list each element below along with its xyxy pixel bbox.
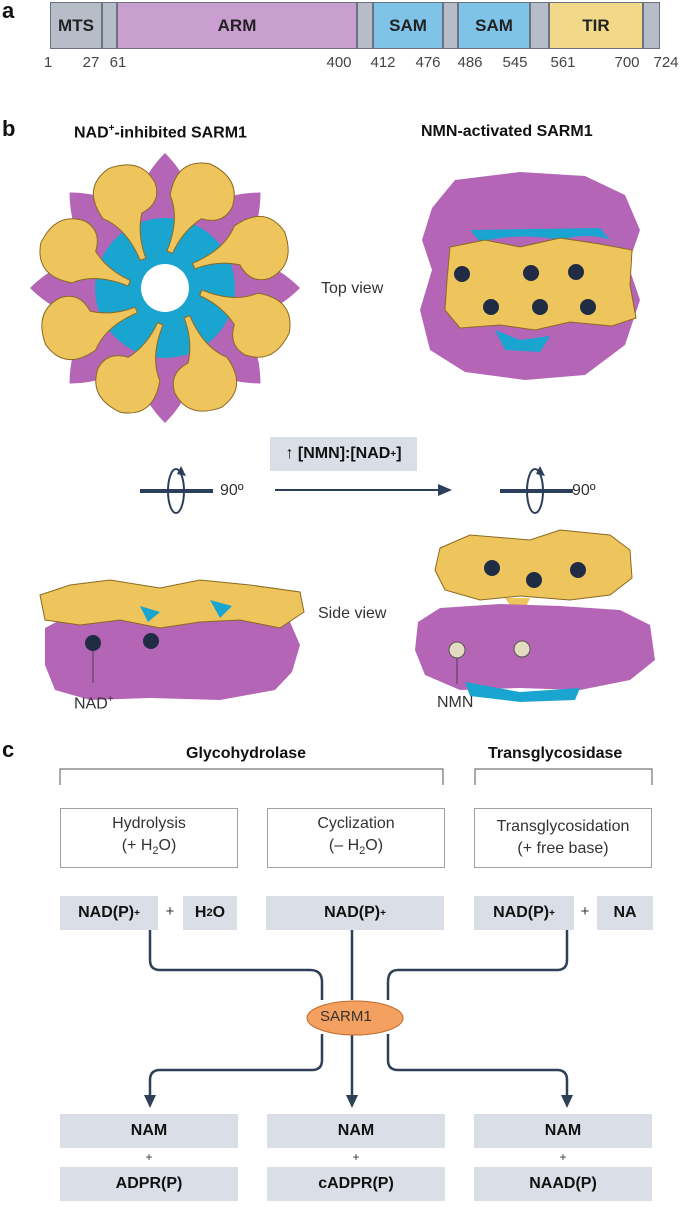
nad-dot (85, 635, 101, 651)
rotation-right-label: 90º (572, 482, 596, 500)
nmn-label: NMN (437, 694, 473, 712)
tir-side (40, 580, 304, 628)
tir-side-active (435, 530, 632, 600)
sarm1-enzyme-label: SARM1 (320, 1008, 372, 1025)
inhibited-side-view (40, 580, 304, 700)
flow-arrowheads (144, 1095, 573, 1108)
substrate-nadp-2: NAD(P)+ (266, 896, 444, 930)
substrate-plus-1: + (166, 903, 175, 920)
product-nam-box: NAM (267, 1114, 445, 1148)
product-nam-box: NAM (474, 1114, 652, 1148)
ligand-dot (532, 299, 548, 315)
product-second-box: ADPR(P) (60, 1167, 238, 1201)
substrate-nadp-3: NAD(P)+ (474, 896, 574, 930)
ligand-dot (523, 265, 539, 281)
tir-domains-top (445, 238, 636, 330)
reaction-type-box: Hydrolysis(+ H2O) (60, 808, 238, 868)
ligand-dot (454, 266, 470, 282)
transition-arrow (275, 484, 452, 496)
group-brackets (60, 769, 652, 785)
nad-dot (143, 633, 159, 649)
product-plus: + (559, 1150, 566, 1164)
product-second-box: NAAD(P) (474, 1167, 652, 1201)
nmn-dot (514, 641, 530, 657)
side-view-label: Side view (318, 605, 386, 623)
ligand-dot (580, 299, 596, 315)
activated-top-view (420, 172, 640, 380)
reaction-type-box: Transglycosidation(+ free base) (474, 808, 652, 868)
ligand-dot (526, 572, 542, 588)
top-view-label: Top view (321, 280, 383, 298)
transglycosidase-title: Transglycosidase (488, 745, 622, 763)
product-plus: + (352, 1150, 359, 1164)
product-plus: + (145, 1150, 152, 1164)
substrate-na: NA (597, 896, 653, 930)
activated-side-view (415, 530, 655, 702)
product-second-box: cADPR(P) (267, 1167, 445, 1201)
substrate-nadp-1: NAD(P)+ (60, 896, 158, 930)
panel-c-letter: c (2, 737, 14, 763)
rotate-left-icon (140, 466, 213, 513)
substrate-plus-2: + (581, 903, 590, 920)
central-pore (141, 264, 189, 312)
nad-label: NAD+ (74, 694, 114, 713)
nmn-dot (449, 642, 465, 658)
glycohydrolase-title: Glycohydrolase (186, 745, 306, 763)
ligand-dot (483, 299, 499, 315)
rotation-left-label: 90º (220, 482, 244, 500)
ligand-dot (484, 560, 500, 576)
rotate-right-icon (500, 466, 573, 513)
reaction-type-box: Cyclization(– H2O) (267, 808, 445, 868)
ligand-dot (570, 562, 586, 578)
ligand-dot (568, 264, 584, 280)
inhibited-top-view (30, 153, 300, 423)
product-nam-box: NAM (60, 1114, 238, 1148)
condition-box: ↑ [NMN]:[NAD+] (270, 437, 417, 471)
